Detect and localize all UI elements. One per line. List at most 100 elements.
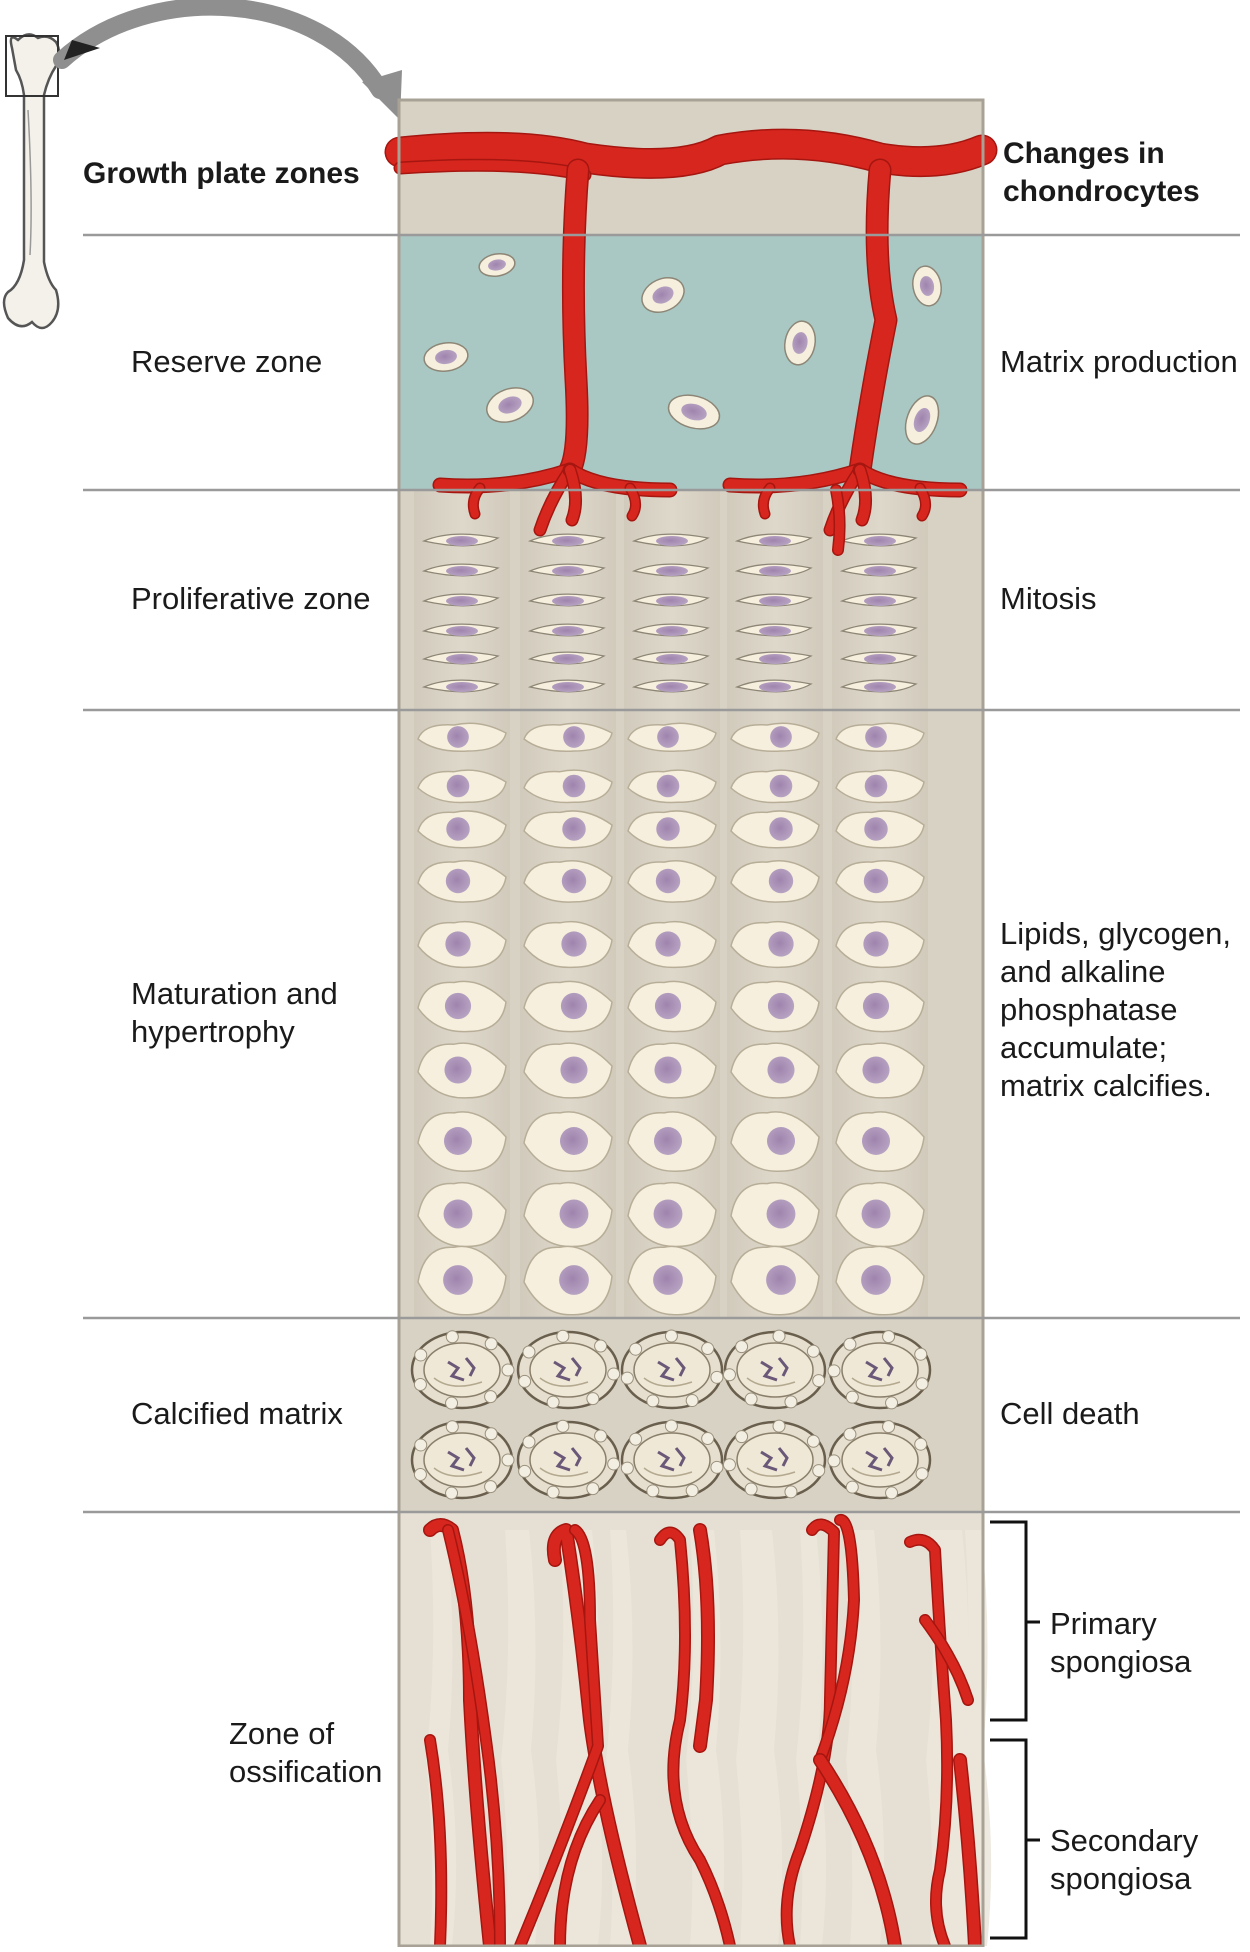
change-label-calcified: Cell death <box>1000 1396 1140 1431</box>
reserve-chondrocyte <box>912 265 942 307</box>
zone-label-calcified: Calcified matrix <box>131 1396 343 1431</box>
panel-frame <box>397 98 985 1948</box>
calcified-chondrocyte <box>410 1330 515 1410</box>
hypertrophic-chondrocyte <box>627 810 717 849</box>
zone-label-ossification: Zone of ossification <box>229 1716 383 1789</box>
calcified-chondrocyte <box>620 1329 724 1410</box>
secondary-bracket <box>990 1738 1040 1940</box>
hypertrophic-chondrocyte <box>417 722 507 752</box>
calcified-chondrocyte <box>827 1330 932 1410</box>
hypertrophic-chondrocyte <box>835 860 925 903</box>
change-label-maturation: Lipids, glycogen, and alkaline phosphata… <box>1000 916 1231 1103</box>
reserve-chondrocyte <box>667 394 721 430</box>
chondrocyte-cells <box>410 252 942 1500</box>
hypertrophic-chondrocyte <box>835 920 925 969</box>
hypertrophic-chondrocyte <box>730 1042 820 1099</box>
proliferative-chondrocyte <box>631 651 710 665</box>
right-header: Changes in chondrocytes <box>1003 137 1200 208</box>
proliferative-chondrocyte <box>631 623 710 637</box>
calcified-chondrocyte <box>620 1419 724 1500</box>
proliferative-chondrocyte <box>839 651 918 665</box>
proliferative-chondrocyte <box>421 533 500 547</box>
change-label-proliferative: Mitosis <box>1000 581 1097 616</box>
ossification-vessel <box>815 1515 859 1765</box>
vessel-branch <box>565 465 581 525</box>
primary-spongiosa-label: Primary spongiosa <box>1050 1606 1192 1679</box>
proliferative-chondrocyte <box>527 593 606 607</box>
proliferative-chondrocyte <box>631 593 710 607</box>
hypertrophic-chondrocyte <box>523 1042 613 1099</box>
hypertrophic-chondrocyte <box>523 1111 613 1172</box>
primary-bracket <box>990 1520 1040 1722</box>
proliferative-chondrocyte <box>527 623 606 637</box>
zone-label-reserve: Reserve zone <box>131 344 323 379</box>
hypertrophic-chondrocyte <box>730 1245 820 1316</box>
femur-icon <box>2 33 61 330</box>
bone-trabecula <box>426 1530 457 1946</box>
proliferative-chondrocyte <box>421 679 500 693</box>
hypertrophic-chondrocyte <box>730 810 820 849</box>
ossification-vessel <box>814 1754 901 1952</box>
calcified-chondrocyte <box>827 1420 932 1500</box>
hypertrophic-chondrocyte <box>835 1181 925 1248</box>
ossification-vessel <box>655 1528 735 1951</box>
ossification-vessel <box>555 1795 605 1951</box>
hypertrophic-chondrocyte <box>730 980 820 1033</box>
proliferative-chondrocyte <box>734 563 813 577</box>
epiphyseal-artery <box>386 130 996 178</box>
ossification-vessel <box>954 1754 981 1952</box>
bone-trabecula <box>736 1530 783 1946</box>
proliferative-chondrocyte <box>527 651 606 665</box>
reserve-chondrocyte <box>486 387 534 423</box>
reserve-chondrocyte <box>641 277 685 313</box>
reserve-chondrocyte <box>783 320 817 366</box>
ossification-vessel <box>782 1520 839 1951</box>
zoom-arrow-icon <box>53 0 402 120</box>
proliferative-chondrocyte <box>839 593 918 607</box>
hypertrophic-chondrocyte <box>417 1181 507 1248</box>
hypertrophic-chondrocyte <box>835 810 925 849</box>
left-header: Growth plate zones <box>83 157 360 190</box>
hypertrophic-chondrocyte <box>627 1111 717 1172</box>
spongiosa-brackets <box>990 1520 1040 1940</box>
proliferative-chondrocyte <box>631 563 710 577</box>
hypertrophic-chondrocyte <box>417 769 507 804</box>
ossification-vessel <box>694 1524 714 1752</box>
proliferative-chondrocyte <box>734 533 813 547</box>
hypertrophic-chondrocyte <box>730 920 820 969</box>
calcified-chondrocyte <box>516 1419 621 1500</box>
descending-vessel-right <box>850 160 896 480</box>
ossification-vessel <box>905 1535 952 1951</box>
ossification-vessel <box>443 1525 505 1951</box>
ossification-vessel <box>425 1735 446 1951</box>
proliferative-chondrocyte <box>839 623 918 637</box>
hypertrophic-chondrocyte <box>730 1181 820 1248</box>
calcified-chondrocyte <box>410 1420 515 1500</box>
proliferative-chondrocyte <box>734 623 813 637</box>
hypertrophic-chondrocyte <box>730 722 820 752</box>
proliferative-chondrocyte <box>839 679 918 693</box>
proliferative-chondrocyte <box>527 533 606 547</box>
hypertrophic-chondrocyte <box>417 1042 507 1099</box>
hypertrophic-chondrocyte <box>835 1111 925 1172</box>
proliferative-chondrocyte <box>839 533 918 547</box>
proliferative-chondrocyte <box>631 679 710 693</box>
change-label-reserve: Matrix production <box>1000 344 1238 379</box>
zone-label-proliferative: Proliferative zone <box>131 581 371 616</box>
zone-label-maturation: Maturation and hypertrophy <box>131 976 338 1049</box>
reserve-chondrocyte <box>904 395 940 445</box>
ossification-vessel <box>515 1525 603 1951</box>
hypertrophic-chondrocyte <box>417 1245 507 1316</box>
hypertrophic-chondrocyte <box>627 769 717 804</box>
calcified-chondrocyte <box>722 1419 827 1500</box>
vessel-branch <box>831 485 845 555</box>
hypertrophic-chondrocyte <box>627 1042 717 1099</box>
proliferative-chondrocyte <box>421 623 500 637</box>
proliferative-chondrocyte <box>839 563 918 577</box>
hypertrophic-chondrocyte <box>417 810 507 849</box>
hypertrophic-chondrocyte <box>523 1181 613 1248</box>
hypertrophic-chondrocyte <box>730 860 820 903</box>
hypertrophic-chondrocyte <box>627 722 717 752</box>
proliferative-chondrocyte <box>631 533 710 547</box>
